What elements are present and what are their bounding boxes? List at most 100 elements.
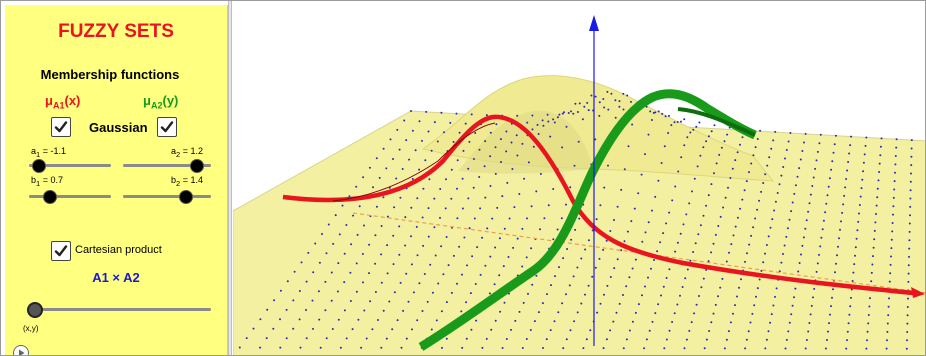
surface-dot [298, 318, 301, 321]
surface-dot [723, 140, 726, 143]
surface-dot [522, 301, 525, 304]
slider-a2-handle[interactable] [190, 159, 204, 173]
surface-dot [490, 328, 493, 331]
play-icon [19, 349, 25, 355]
surface-dot [679, 232, 682, 235]
surface-dot [805, 339, 808, 341]
surface-dot [830, 168, 833, 171]
slider-a1-track[interactable] [29, 164, 111, 167]
slider-b1-track[interactable] [29, 195, 111, 198]
surface-dot [661, 112, 664, 115]
surface-dot [785, 338, 788, 341]
surface-dot [815, 159, 818, 162]
panel-divider[interactable] [228, 1, 232, 355]
surface-dot [793, 296, 795, 299]
surface-dot [573, 320, 576, 323]
surface-dot [447, 264, 450, 267]
surface-dot [618, 302, 621, 305]
slider-a1-handle[interactable] [32, 159, 46, 173]
surface-dot [877, 179, 880, 182]
gaussian-a1-checkbox[interactable] [51, 117, 71, 137]
surface-dot [816, 150, 819, 153]
surface-dot [452, 140, 455, 143]
graphics-3d-view[interactable] [233, 1, 926, 356]
surface-dot [689, 259, 692, 262]
surface-dot [856, 229, 859, 232]
surface-dot [622, 92, 625, 95]
surface-dot [662, 285, 665, 288]
surface-dot [822, 219, 825, 222]
surface-dot [699, 224, 702, 227]
surface-dot [770, 313, 773, 316]
surface-dot [616, 258, 619, 261]
surface-dot [843, 194, 846, 197]
surface-dot [613, 267, 616, 270]
slider-b1-handle[interactable] [43, 190, 57, 204]
surface-dot [324, 280, 327, 283]
gaussian-a2-checkbox[interactable] [157, 117, 177, 137]
surface-dot [820, 236, 823, 239]
slider-xy-track[interactable] [27, 308, 211, 311]
surface-dot [680, 156, 683, 159]
surface-dot [622, 294, 624, 296]
surface-dot [774, 200, 777, 203]
surface-dot [909, 197, 912, 200]
surface-dot [665, 338, 668, 341]
surface-dot [644, 285, 646, 288]
surface-dot [505, 150, 508, 153]
surface-dot [343, 252, 346, 255]
surface-dot [664, 115, 667, 118]
surface-dot [906, 331, 909, 333]
slider-a2-track[interactable] [123, 164, 211, 167]
surface-dot [699, 154, 702, 157]
surface-dot [813, 287, 816, 290]
surface-dot [890, 247, 893, 250]
surface-dot [909, 180, 912, 183]
surface-dot [422, 244, 425, 247]
surface-dot [691, 190, 693, 193]
surface-dot [676, 303, 679, 306]
surface-dot [574, 228, 577, 231]
surface-dot [760, 190, 763, 193]
surface-dot [411, 178, 414, 180]
surface-dot [561, 112, 564, 115]
surface-dot [688, 202, 691, 205]
surface-dot [686, 268, 689, 271]
surface-dot [743, 189, 746, 192]
slider-b2-track[interactable] [123, 195, 211, 198]
surface-dot [450, 291, 453, 294]
slider-b2-handle[interactable] [179, 190, 193, 204]
surface-dot [732, 312, 734, 315]
surface-dot [380, 225, 383, 227]
surface-dot [786, 227, 789, 230]
surface-dot [832, 288, 834, 291]
surface-dot [654, 111, 657, 114]
surface-dot [654, 195, 657, 198]
surface-dot [374, 291, 377, 293]
surface-dot [605, 338, 608, 341]
play-animation-button[interactable] [13, 345, 29, 355]
surface-dot [614, 116, 617, 119]
slider-xy-handle[interactable] [27, 302, 43, 318]
surface-dot [580, 257, 583, 260]
surface-dot [535, 274, 538, 277]
surface-dot [483, 165, 486, 168]
surface-dot [474, 132, 477, 134]
surface-dot [725, 338, 728, 341]
surface-dot [626, 230, 629, 233]
surface-dot [358, 205, 361, 208]
surface-dot [334, 214, 337, 217]
surface-dot [374, 262, 377, 265]
surface-dot [894, 155, 897, 157]
surface-dot [673, 312, 676, 315]
surface-dot [452, 254, 455, 257]
surface-dot [362, 176, 365, 179]
cartesian-checkbox[interactable] [51, 241, 71, 261]
surface-dot [886, 339, 888, 342]
surface-dot [618, 105, 621, 108]
surface-dot [838, 237, 840, 240]
mu-a2-arg: (y) [162, 93, 179, 108]
surface-dot [609, 329, 612, 332]
surface-dot [468, 227, 471, 230]
